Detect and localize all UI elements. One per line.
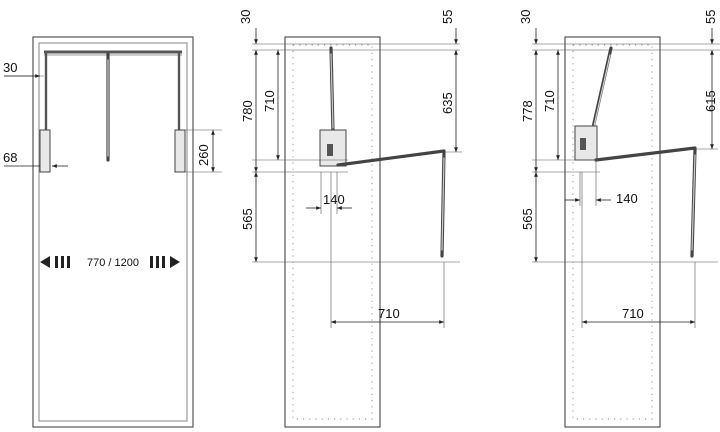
dim-label-30-v3: 30 — [518, 10, 533, 24]
extended-arm — [336, 149, 446, 167]
cabinet-front-outline — [32, 36, 194, 428]
dim-label-30-v2: 30 — [238, 10, 253, 24]
dim-label-55-v2: 55 — [440, 10, 455, 24]
hanging-rod-inner-v3 — [691, 154, 696, 251]
dim-label-780: 780 — [240, 100, 255, 122]
left-bracket — [39, 129, 51, 173]
lift-mechanism-detail-v3 — [580, 138, 586, 150]
dim-label-778: 778 — [520, 100, 535, 122]
dim-label-140-v3: 140 — [616, 191, 638, 206]
dim-label-710-v3: 710 — [542, 90, 557, 112]
view-side-1: 30 55 780 710 635 565 140 710 — [238, 10, 462, 428]
view-front: 30 68 260 770 / 1200 — [3, 36, 222, 428]
view-side-2: 30 55 778 710 615 565 140 710 — [518, 10, 720, 428]
dim-label-710-h2: 710 — [378, 306, 400, 321]
dim-label-565-v3: 565 — [520, 208, 535, 230]
dim-label-55-v3: 55 — [703, 10, 718, 24]
lift-mechanism-detail — [327, 144, 333, 156]
arrow-right-icon — [150, 256, 180, 268]
vertical-arm-inner — [330, 53, 334, 129]
dim-label-615: 615 — [703, 90, 718, 112]
right-bracket — [174, 129, 186, 173]
dim-label-68: 68 — [3, 150, 17, 165]
angled-arm-inner — [593, 54, 611, 127]
extended-arm-v3 — [594, 146, 697, 162]
dim-label-635: 635 — [440, 92, 455, 114]
width-range-label: 770 / 1200 — [87, 257, 139, 269]
dim-label-710-v2: 710 — [262, 90, 277, 112]
dim-label-140-v2: 140 — [323, 192, 345, 207]
dim-label-30: 30 — [3, 60, 17, 75]
dim-label-565-v2: 565 — [240, 208, 255, 230]
cabinet-front-inner — [38, 42, 188, 422]
arrow-left-icon — [40, 256, 70, 268]
dim-label-710-h3: 710 — [622, 306, 644, 321]
cabinet-side-2-outline — [564, 36, 661, 428]
hanging-rod-inner — [441, 157, 445, 251]
dim-label-260: 260 — [196, 144, 211, 166]
